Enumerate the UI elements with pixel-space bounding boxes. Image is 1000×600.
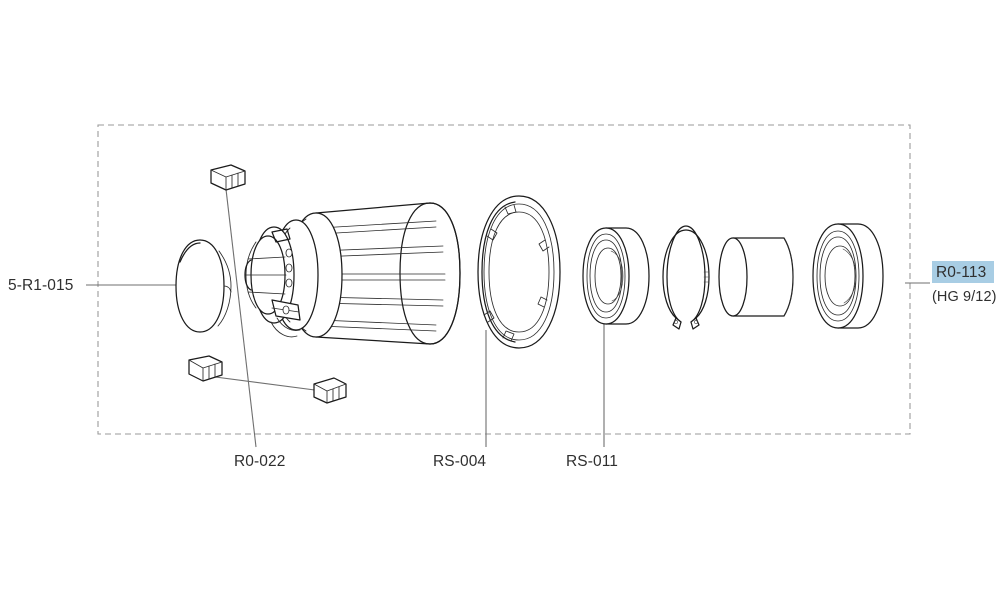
part-ratchet-ring	[477, 195, 561, 349]
part-pawl-top	[210, 164, 246, 191]
label-r0-113-text: R0-113	[936, 264, 986, 281]
part-pawl-right	[313, 377, 347, 404]
leader-r0-022	[223, 171, 257, 448]
part-pawl-spring-ring	[175, 239, 232, 333]
label-rs-004-text: RS-004	[433, 453, 486, 470]
label-rs-011-text: RS-011	[566, 453, 618, 470]
leader-r0-022-branch-a	[199, 374, 331, 393]
part-cartridge-bearing-outer	[812, 223, 884, 329]
label-rs-011: RS-011	[566, 453, 618, 470]
label-r0-022-text: R0-022	[234, 453, 285, 470]
label-r0-113-highlight	[932, 261, 994, 283]
label-r0-022: R0-022	[234, 453, 285, 470]
label-r0-113-subtext: (HG 9/12)	[932, 289, 997, 305]
part-circlip	[662, 225, 710, 330]
label-r0-113: R0-113 (HG 9/12)	[932, 261, 997, 305]
part-freehub-body	[244, 202, 461, 345]
label-rs-004: RS-004	[433, 453, 486, 470]
part-spacer-tube	[718, 237, 794, 317]
part-pawl-left	[188, 355, 223, 382]
label-5-r1-015: 5-R1-015	[8, 277, 73, 294]
part-cartridge-bearing-inner	[582, 227, 650, 325]
assembly-bounding-box	[97, 124, 911, 435]
leader-lines	[86, 171, 930, 448]
label-5-r1-015-text: 5-R1-015	[8, 277, 73, 294]
